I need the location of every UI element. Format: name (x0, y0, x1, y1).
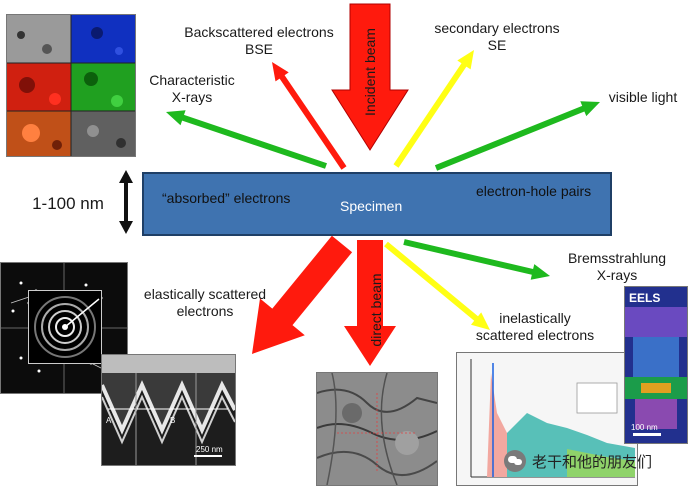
elemental-maps-graphic (7, 15, 135, 156)
bremsstrahlung-label-line2: X-rays (596, 267, 638, 283)
specimen-label: Specimen (340, 198, 403, 214)
tem-image: A B 250 nm (101, 354, 236, 466)
thickness-arrow-up (119, 170, 133, 202)
inelastic-label-line1: inelastically (499, 310, 571, 326)
incident-beam-label: Incident beam (362, 28, 378, 116)
direct-beam-label: direct beam (368, 273, 384, 347)
bse-label: Backscattered electrons BSE (164, 24, 354, 58)
visible-light-label: visible light (608, 89, 678, 105)
tem-graphic: A B 250 nm (102, 355, 235, 465)
ring-pattern-image (28, 290, 102, 364)
thickness-arrow-down (119, 202, 133, 234)
bremsstrahlung-label-line1: Bremsstrahlung (567, 250, 667, 266)
inelastic-scattered-arrow (384, 241, 490, 330)
bse-arrow (272, 62, 347, 170)
se-label-line2: SE (487, 37, 507, 53)
micrograph-image (316, 372, 438, 486)
direct-beam-arrow (344, 240, 396, 366)
xray-arrow (166, 110, 327, 169)
xray-label-line2: X-rays (171, 89, 213, 105)
tem-scale-label: 250 nm (196, 445, 223, 454)
inelastic-label-line2: scattered electrons (475, 327, 595, 343)
xray-label: Characteristic X-rays (134, 72, 250, 106)
xray-label-line1: Characteristic (149, 72, 235, 88)
bremsstrahlung-label: Bremsstrahlung X-rays (552, 250, 682, 284)
tem-mark-a: A (106, 416, 112, 425)
elastic-label-line1: elastically scattered (143, 286, 267, 302)
elastic-label-line2: electrons (176, 303, 234, 319)
ring-pattern-graphic (29, 291, 101, 363)
specimen-slab: “absorbed” electrons Specimen electron-h… (142, 172, 612, 236)
elastic-scattered-arrow (252, 235, 353, 354)
elastic-label: elastically scattered electrons (130, 286, 280, 320)
se-arrow (393, 50, 474, 168)
bse-label-line2: BSE (244, 41, 273, 57)
bremsstrahlung-arrow (403, 239, 550, 280)
absorbed-electrons-label: “absorbed” electrons (162, 190, 291, 206)
watermark: 老干和他的朋友们 (504, 446, 686, 476)
eels-title: EELS (629, 291, 660, 305)
incident-beam-arrow (331, 3, 409, 151)
chat-bubble-icon (504, 450, 526, 472)
electron-hole-pairs-label: electron-hole pairs (476, 183, 592, 199)
eels-map-image: EELS 100 nm (624, 286, 688, 444)
watermark-text: 老干和他的朋友们 (532, 454, 653, 471)
thickness-label: 1-100 nm (32, 194, 104, 213)
inelastic-label: inelastically scattered electrons (450, 310, 620, 344)
eels-map-graphic: EELS 100 nm (625, 287, 687, 443)
eels-scale-label: 100 nm (631, 423, 658, 432)
tem-mark-b: B (170, 416, 175, 425)
se-label-line1: secondary electrons (434, 20, 560, 36)
micrograph-graphic (317, 373, 437, 485)
visible-light-arrow (434, 101, 600, 171)
se-label: secondary electrons SE (412, 20, 582, 54)
elemental-maps-image (6, 14, 136, 157)
bse-label-line1: Backscattered electrons (184, 24, 334, 40)
